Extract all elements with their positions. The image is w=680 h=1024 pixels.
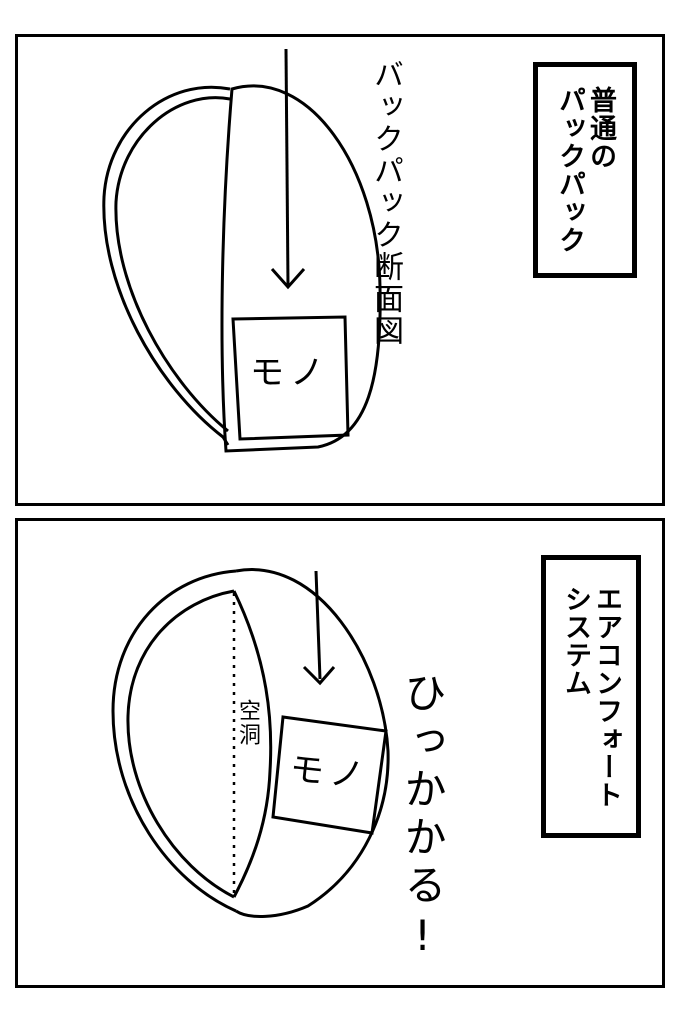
item-label: モノ — [287, 748, 372, 798]
cross-section-label: バックパック断面図 — [368, 59, 403, 347]
down-arrow-head — [302, 665, 336, 686]
title-text: 普通の パックパック — [554, 86, 616, 254]
backpack-strap-inner — [114, 96, 231, 433]
title-text: エアコンフォート システム — [560, 585, 622, 809]
down-arrow-head — [270, 268, 306, 290]
title-box-normal: 普通の パックパック — [533, 62, 637, 278]
down-arrow-shaft — [314, 570, 322, 680]
title-line-1: 普通の — [585, 86, 617, 170]
comic-panel-normal-backpack: モノ バックパック断面図 普通の パックパック — [15, 34, 665, 506]
item-box — [231, 315, 350, 441]
item-box — [271, 715, 388, 835]
backpack-strap-outer — [111, 569, 237, 913]
backpack-strap-inner — [126, 589, 235, 899]
curved-back-frame — [232, 590, 273, 898]
backpack-strap-outer — [102, 85, 231, 446]
title-line-2: システム — [560, 584, 591, 697]
air-comfort-cross-section-drawing — [111, 568, 390, 918]
item-label: モノ — [250, 353, 330, 393]
backpack-cross-section-drawing — [102, 48, 382, 453]
snag-label: ひっかかる! — [398, 671, 447, 966]
down-arrow-shaft — [284, 48, 290, 286]
backpack-body — [220, 84, 382, 453]
cavity-label: 空洞 — [235, 699, 260, 747]
comic-panel-air-comfort-system: 空洞 モノ ひっかかる! エアコンフォート システム — [15, 518, 665, 988]
title-box-air-comfort: エアコンフォート システム — [541, 555, 641, 838]
title-line-1: エアコンフォート — [591, 584, 623, 809]
backpack-body — [235, 568, 390, 918]
title-line-2: パックパック — [554, 86, 585, 254]
